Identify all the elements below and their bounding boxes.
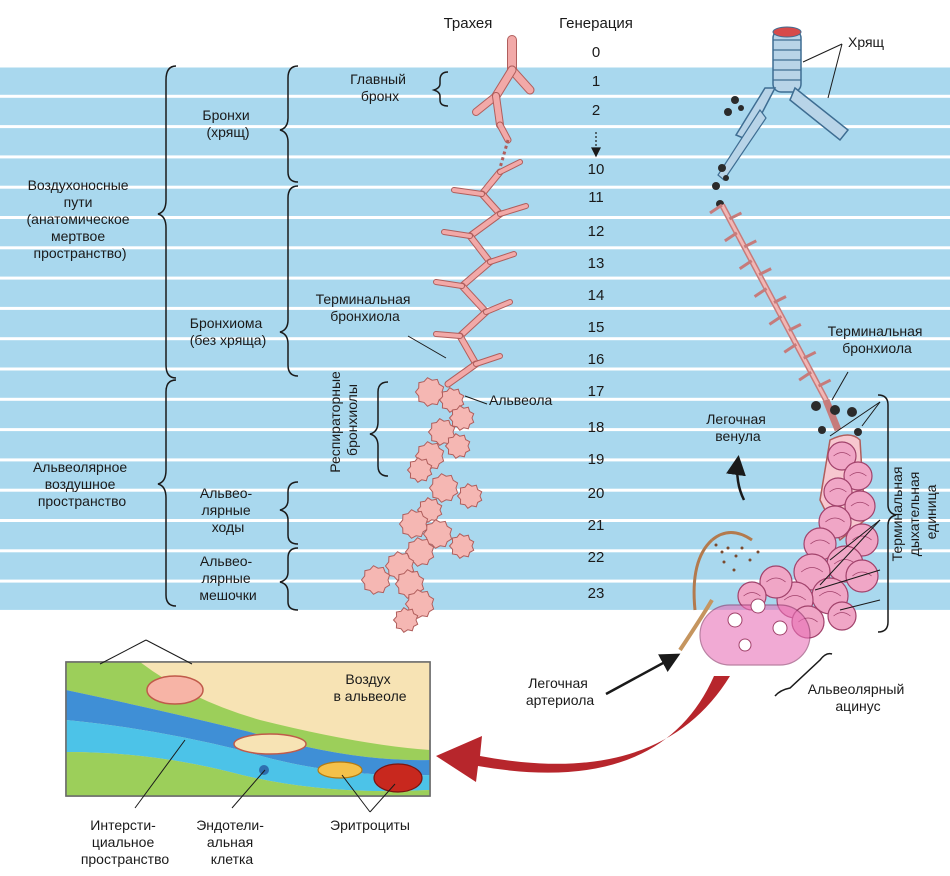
endothelial-cell-label: Эндотели- альная клетка — [196, 817, 268, 867]
generation-band — [0, 158, 950, 185]
generation-number: 10 — [588, 161, 605, 178]
generation-number: 12 — [588, 223, 605, 240]
generation-number: 18 — [588, 419, 605, 436]
generation-band — [0, 401, 950, 428]
generation-number: 16 — [588, 351, 605, 368]
generation-header: Генерация — [559, 15, 633, 32]
generation-number: 14 — [588, 287, 605, 304]
terminal-bronchiole-right-label: Терминальная бронхиола — [828, 323, 927, 356]
generation-number: 20 — [588, 485, 605, 502]
generation-band — [0, 431, 950, 458]
interstitial-space-label: Интерсти- циальное пространство — [81, 817, 170, 867]
alveolar-space-label: Альвеолярное воздушное пространство — [33, 459, 131, 509]
bronchi-label: Бронхи (хрящ) — [202, 107, 253, 140]
cartilage-label: Хрящ — [848, 34, 885, 50]
alveolus — [828, 602, 856, 630]
generation-number: 13 — [588, 255, 605, 272]
generation-number: 11 — [588, 189, 604, 206]
alveolar-sacs-label: Альвео- лярные мешочки — [199, 553, 256, 603]
generation-number: 2 — [592, 102, 600, 119]
alveolus-label: Альвеола — [489, 392, 553, 408]
airway-segment — [436, 334, 460, 336]
generation-band — [0, 461, 950, 488]
generation-number: 1 — [592, 73, 600, 90]
pulmonary-arteriole-label: Легочная артериола — [526, 675, 595, 708]
generation-number: 22 — [588, 549, 605, 566]
generation-band — [0, 68, 950, 95]
terminal-bronchiole-left-label: Терминальная бронхиола — [316, 291, 415, 324]
generation-number: 17 — [588, 383, 605, 400]
generation-number: 19 — [588, 451, 605, 468]
airways-label: Воздухоносные пути (анатомическое мертво… — [27, 177, 134, 261]
airway-segment — [496, 96, 500, 125]
generation-number: 0 — [592, 44, 600, 61]
bronchioles-label: Бронхиома (без хряща) — [190, 315, 267, 348]
generation-number: 23 — [588, 585, 605, 602]
erythrocytes-label: Эритроциты — [330, 817, 410, 833]
trachea-illustration — [773, 27, 801, 92]
generation-band — [0, 128, 950, 155]
generation-number: 15 — [588, 319, 605, 336]
alveolar-wall-inset — [66, 640, 430, 812]
alveolar-acinus-label: Альвеолярный ацинус — [808, 681, 908, 714]
generation-bands — [0, 68, 950, 610]
pulmonary-venule-label: Легочная венула — [706, 411, 770, 444]
trachea-header: Трахея — [444, 15, 493, 32]
generation-number: 21 — [588, 517, 605, 534]
